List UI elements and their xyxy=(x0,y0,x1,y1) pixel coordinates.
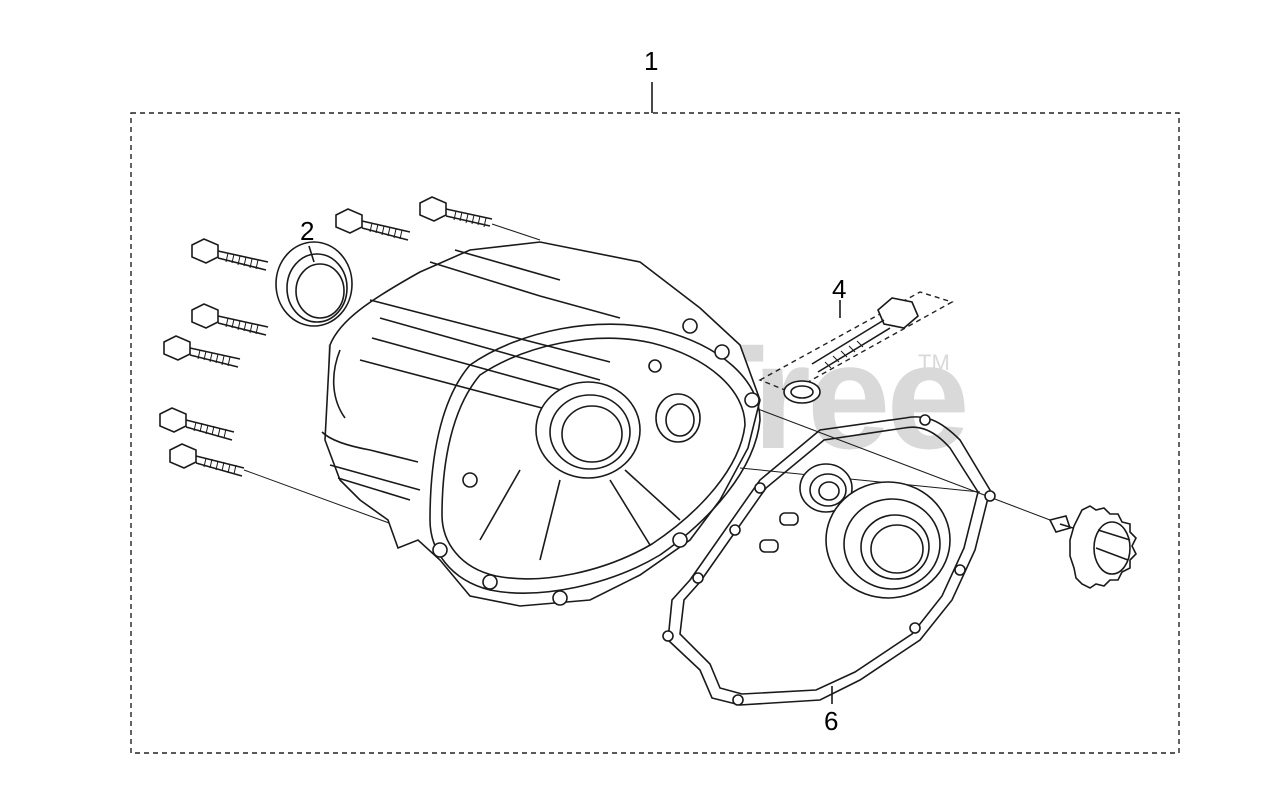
watermark-trademark: TM xyxy=(918,350,950,375)
callout-2: 2 xyxy=(300,216,314,246)
crankcase-cover xyxy=(321,241,761,607)
governor-gear xyxy=(1048,505,1137,589)
large-bearing xyxy=(825,481,951,599)
bolt xyxy=(419,196,493,228)
callout-1: 1 xyxy=(644,46,658,76)
bolt xyxy=(169,443,245,477)
bolt xyxy=(191,303,269,336)
gasket xyxy=(662,414,996,706)
oil-fill-plug xyxy=(758,291,954,404)
leader-line-2 xyxy=(308,245,315,263)
small-bearing xyxy=(799,463,853,513)
bolt xyxy=(163,335,241,368)
bolt-set xyxy=(159,196,493,477)
callout-6: 6 xyxy=(824,706,838,736)
bolt xyxy=(159,407,235,441)
bolt xyxy=(191,238,269,271)
oil-seal xyxy=(275,241,353,327)
bolt xyxy=(335,208,411,241)
callout-4: 4 xyxy=(832,274,846,304)
assembly-boundary xyxy=(130,112,1180,754)
dowel-pins xyxy=(759,512,799,553)
